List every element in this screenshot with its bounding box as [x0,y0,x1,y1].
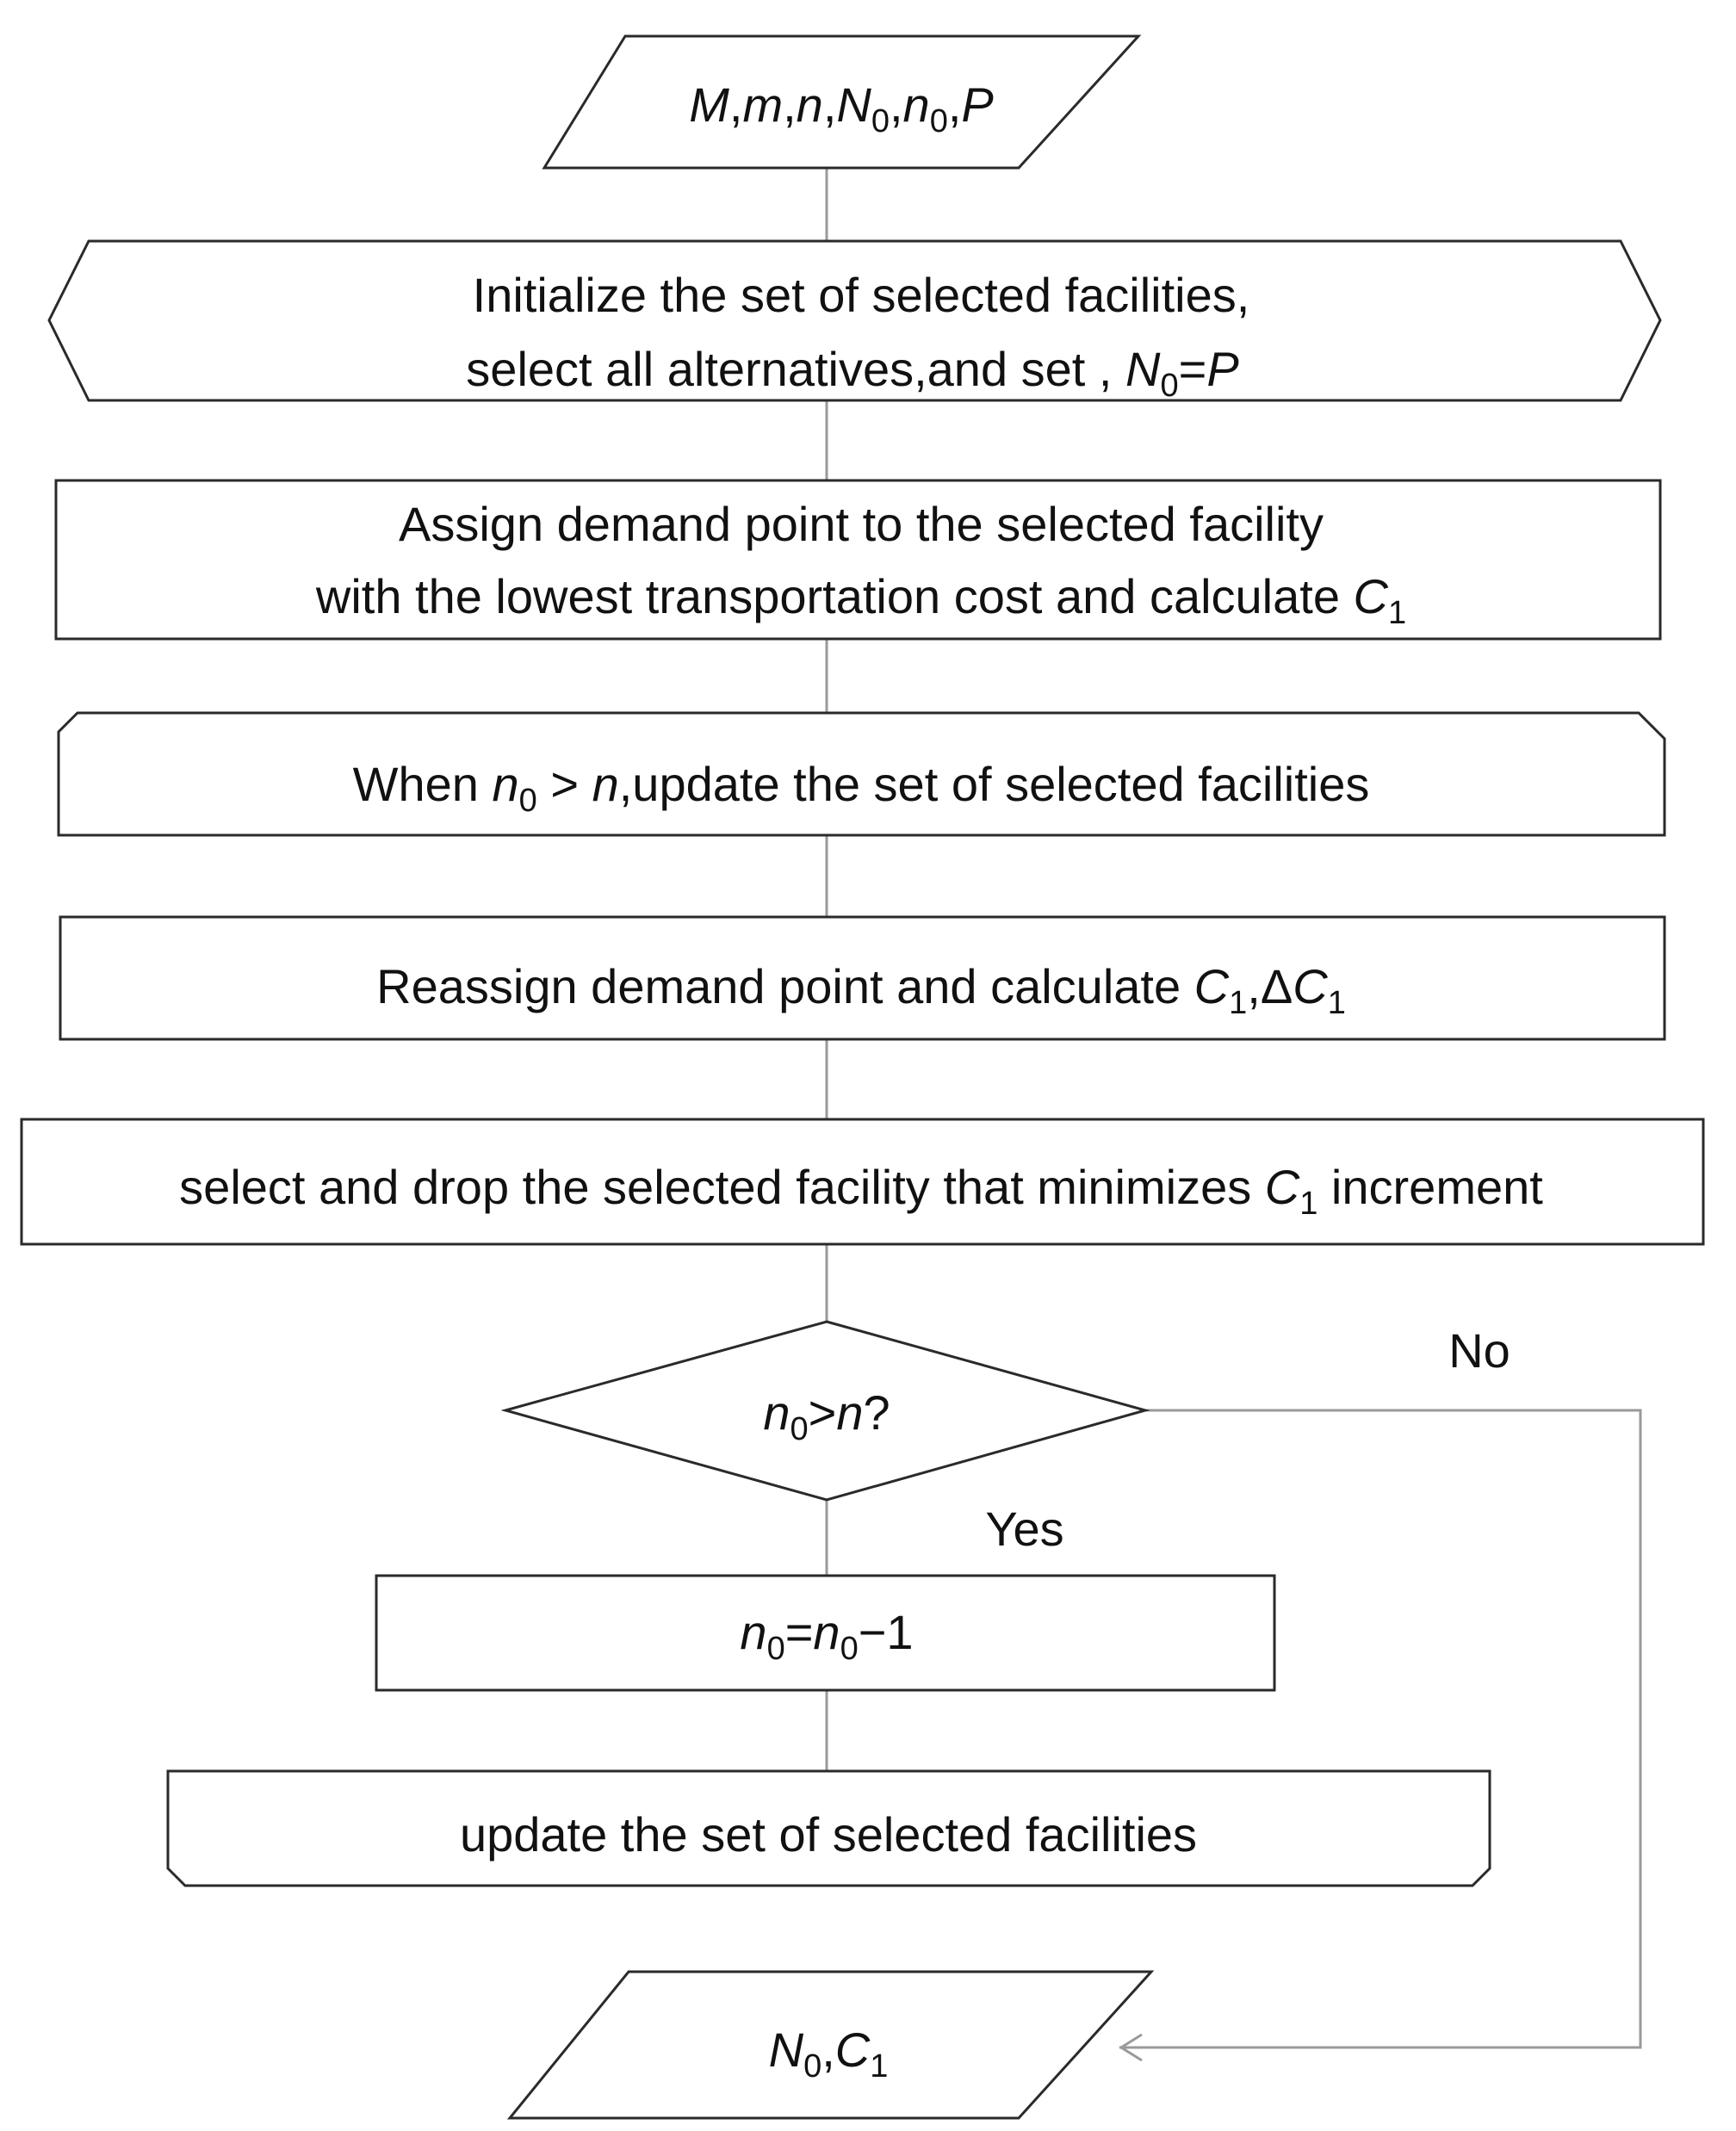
update2-node: update the set of selected facilities [166,1769,1491,1887]
edge-decision-no-output [1119,1409,1642,2049]
output-node: N0,C1 [506,1970,1155,2120]
update1-box [57,711,1666,837]
update1-node: When n0 > n,update the set of selected f… [57,711,1666,837]
init-node: Initialize the set of selected facilitie… [47,239,1662,404]
decrement-box [375,1574,1276,1692]
input-node: M,m,n,N0,n0,P [542,34,1142,170]
init-line1: Initialize the set of selected facilitie… [473,268,1250,322]
decrement-label: n0=n0−1 [740,1605,913,1667]
decision-node: n0>n? No Yes [500,1320,1510,1556]
no-label: No [1448,1323,1510,1378]
decision-diamond [500,1320,1150,1502]
connectors [825,168,1642,2062]
assign-node: Assign demand point to the selected faci… [54,479,1662,641]
assign-line2: with the lowest transportation cost and … [315,569,1406,631]
update2-label: update the set of selected facilities [460,1807,1197,1862]
drop-box [20,1118,1705,1246]
init-line2: select all alternatives,and set , N0=P [466,342,1238,404]
input-parallelogram [542,34,1142,170]
yes-label: Yes [985,1502,1063,1556]
decision-label: n0>n? [763,1385,890,1447]
output-parallelogram [506,1970,1155,2120]
arrowhead-output [1119,2033,1143,2062]
input-label: M,m,n,N0,n0,P [689,77,994,139]
update2-box [166,1769,1491,1887]
reassign-node: Reassign demand point and calculate C1,Δ… [59,915,1666,1041]
assign-line1: Assign demand point to the selected faci… [399,497,1324,551]
update1-label: When n0 > n,update the set of selected f… [353,757,1370,819]
decrement-node: n0=n0−1 [375,1574,1276,1692]
reassign-box [59,915,1666,1041]
drop-label: select and drop the selected facility th… [179,1160,1543,1222]
output-label: N0,C1 [769,2023,889,2085]
assign-box [54,479,1662,641]
drop-node: select and drop the selected facility th… [20,1118,1705,1246]
reassign-label: Reassign demand point and calculate C1,Δ… [376,959,1346,1021]
init-hexagon [47,239,1662,402]
